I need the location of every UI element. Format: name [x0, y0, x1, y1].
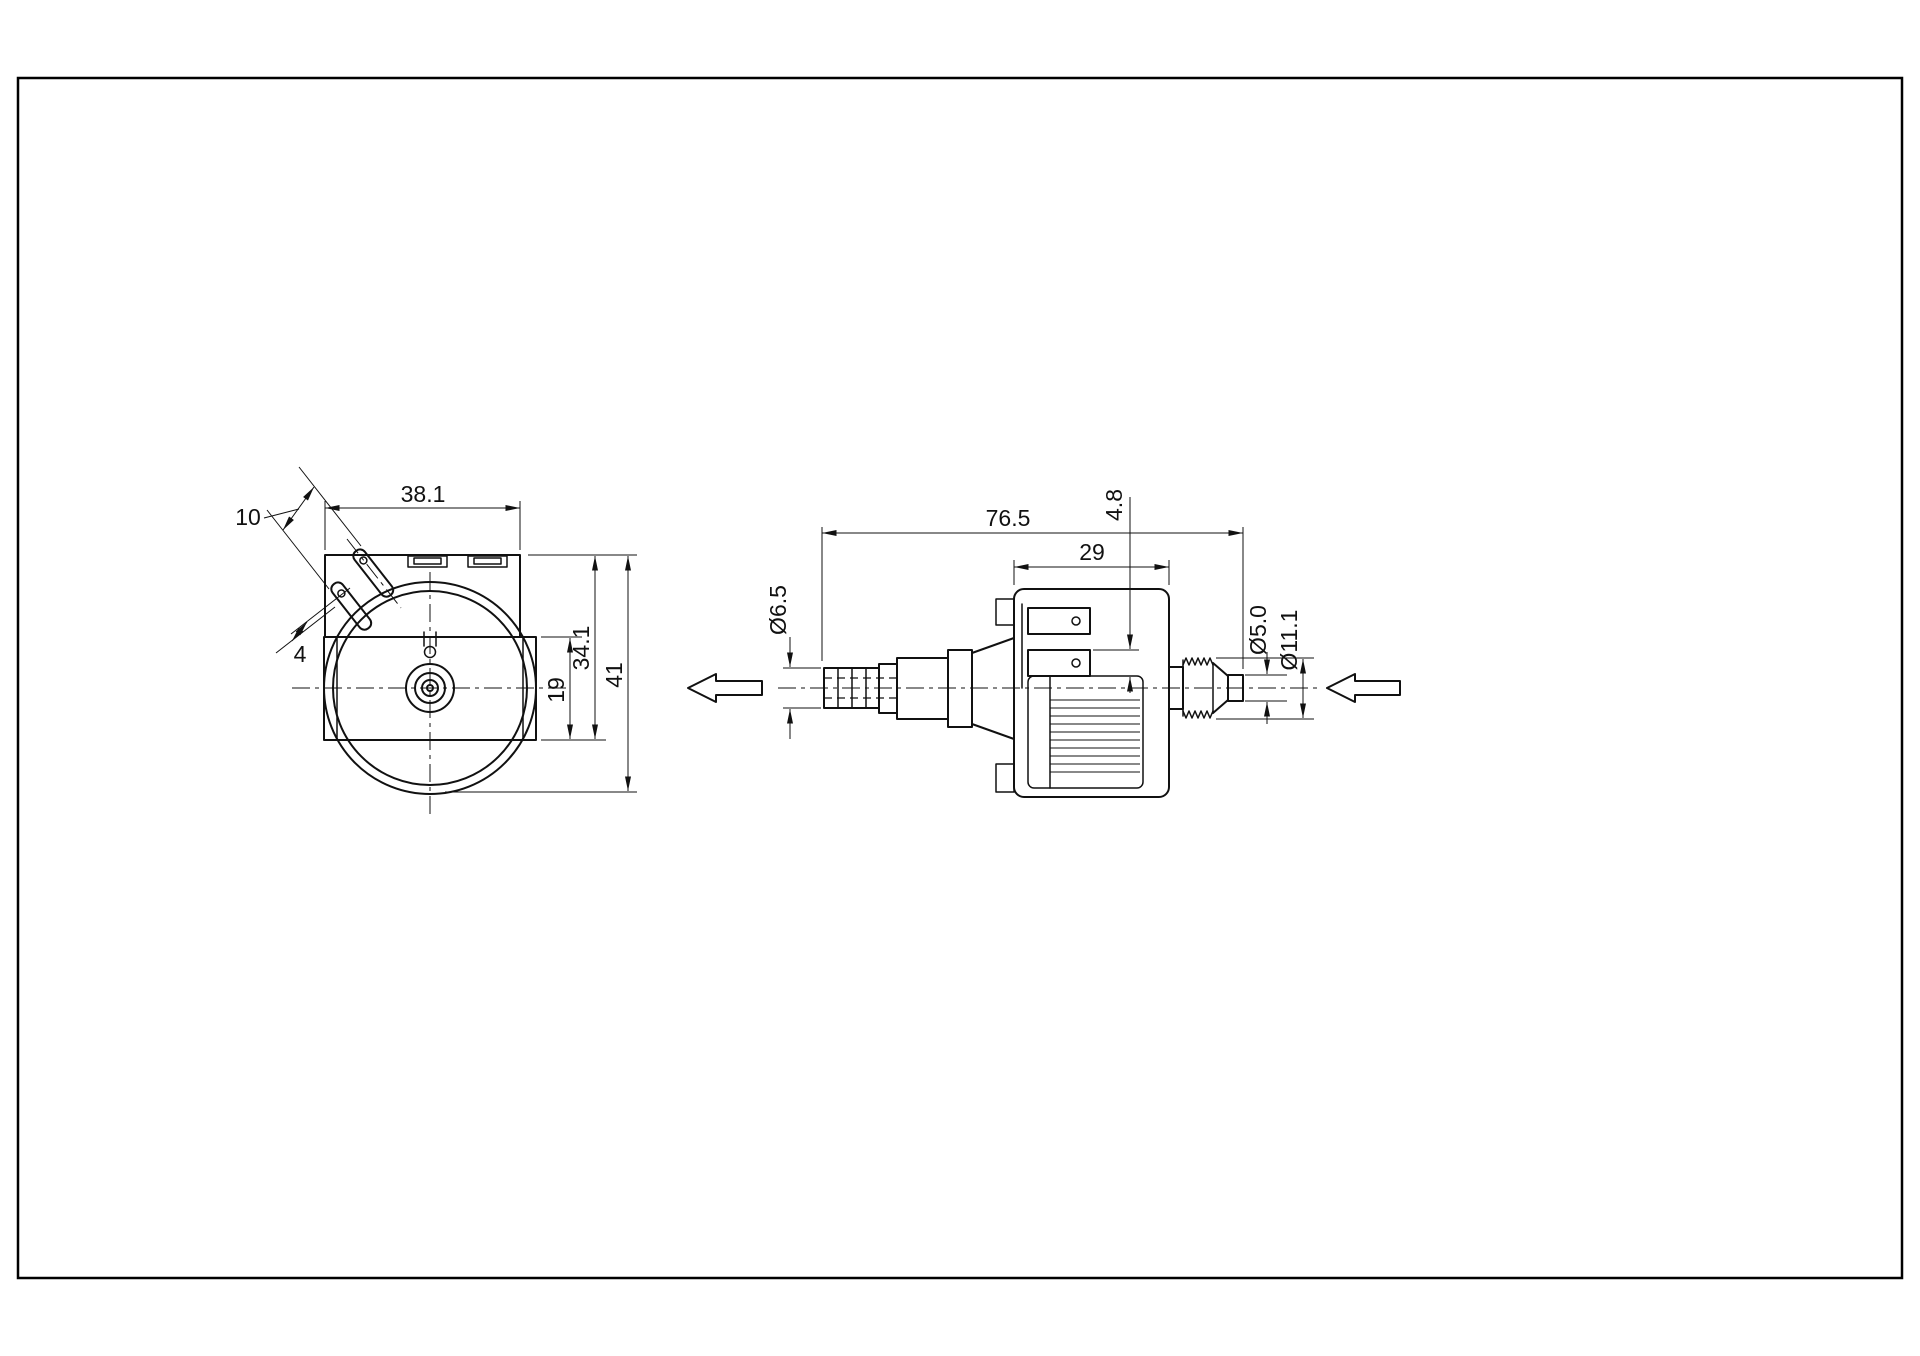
dim-front-width: 38.1: [401, 481, 446, 507]
dim-overall-height: 41: [601, 662, 627, 688]
dim-overall-length: 76.5: [986, 505, 1031, 531]
inlet-tip: [1227, 674, 1244, 702]
side-view: 76.5 29 4.8 Ø6.5 Ø5.0: [687, 489, 1401, 798]
spade-terminal-2: [330, 581, 373, 631]
spade-terminal-1: [352, 548, 395, 598]
front-view-body: [323, 548, 537, 795]
dim-terminal-gap: 4: [294, 641, 307, 667]
solenoid-body: [1013, 588, 1170, 798]
inlet-assembly: [1168, 657, 1244, 719]
dim-bracket-height: 19: [543, 677, 569, 703]
flow-arrow-right: [1326, 673, 1401, 703]
dim-coil-length: 29: [1079, 539, 1105, 565]
pump-head-inner-circle: [332, 590, 528, 786]
front-view-dimensions: 38.1 10 4 19 34.1 41: [235, 466, 637, 793]
dim-terminal-width: 10: [235, 504, 261, 530]
mounting-bracket-front: [323, 636, 537, 741]
dim-terminal-size: 4.8: [1101, 489, 1127, 521]
dim-inlet-tip-diameter: Ø5.0: [1245, 605, 1271, 655]
front-view: 38.1 10 4 19 34.1 41: [235, 466, 637, 814]
side-view-dimensions: 76.5 29 4.8 Ø6.5 Ø5.0: [765, 489, 1314, 739]
flow-arrow-left: [687, 673, 763, 703]
drawing-border: [16, 76, 1904, 1280]
dim-outlet-barb-diameter: Ø6.5: [765, 585, 791, 635]
spade-terminals-side: [1021, 603, 1091, 689]
outlet-assembly: [823, 637, 1015, 740]
dim-body-height: 34.1: [568, 626, 594, 671]
side-view-body: [823, 588, 1244, 798]
dim-inlet-barb-diameter: Ø11.1: [1276, 610, 1302, 671]
